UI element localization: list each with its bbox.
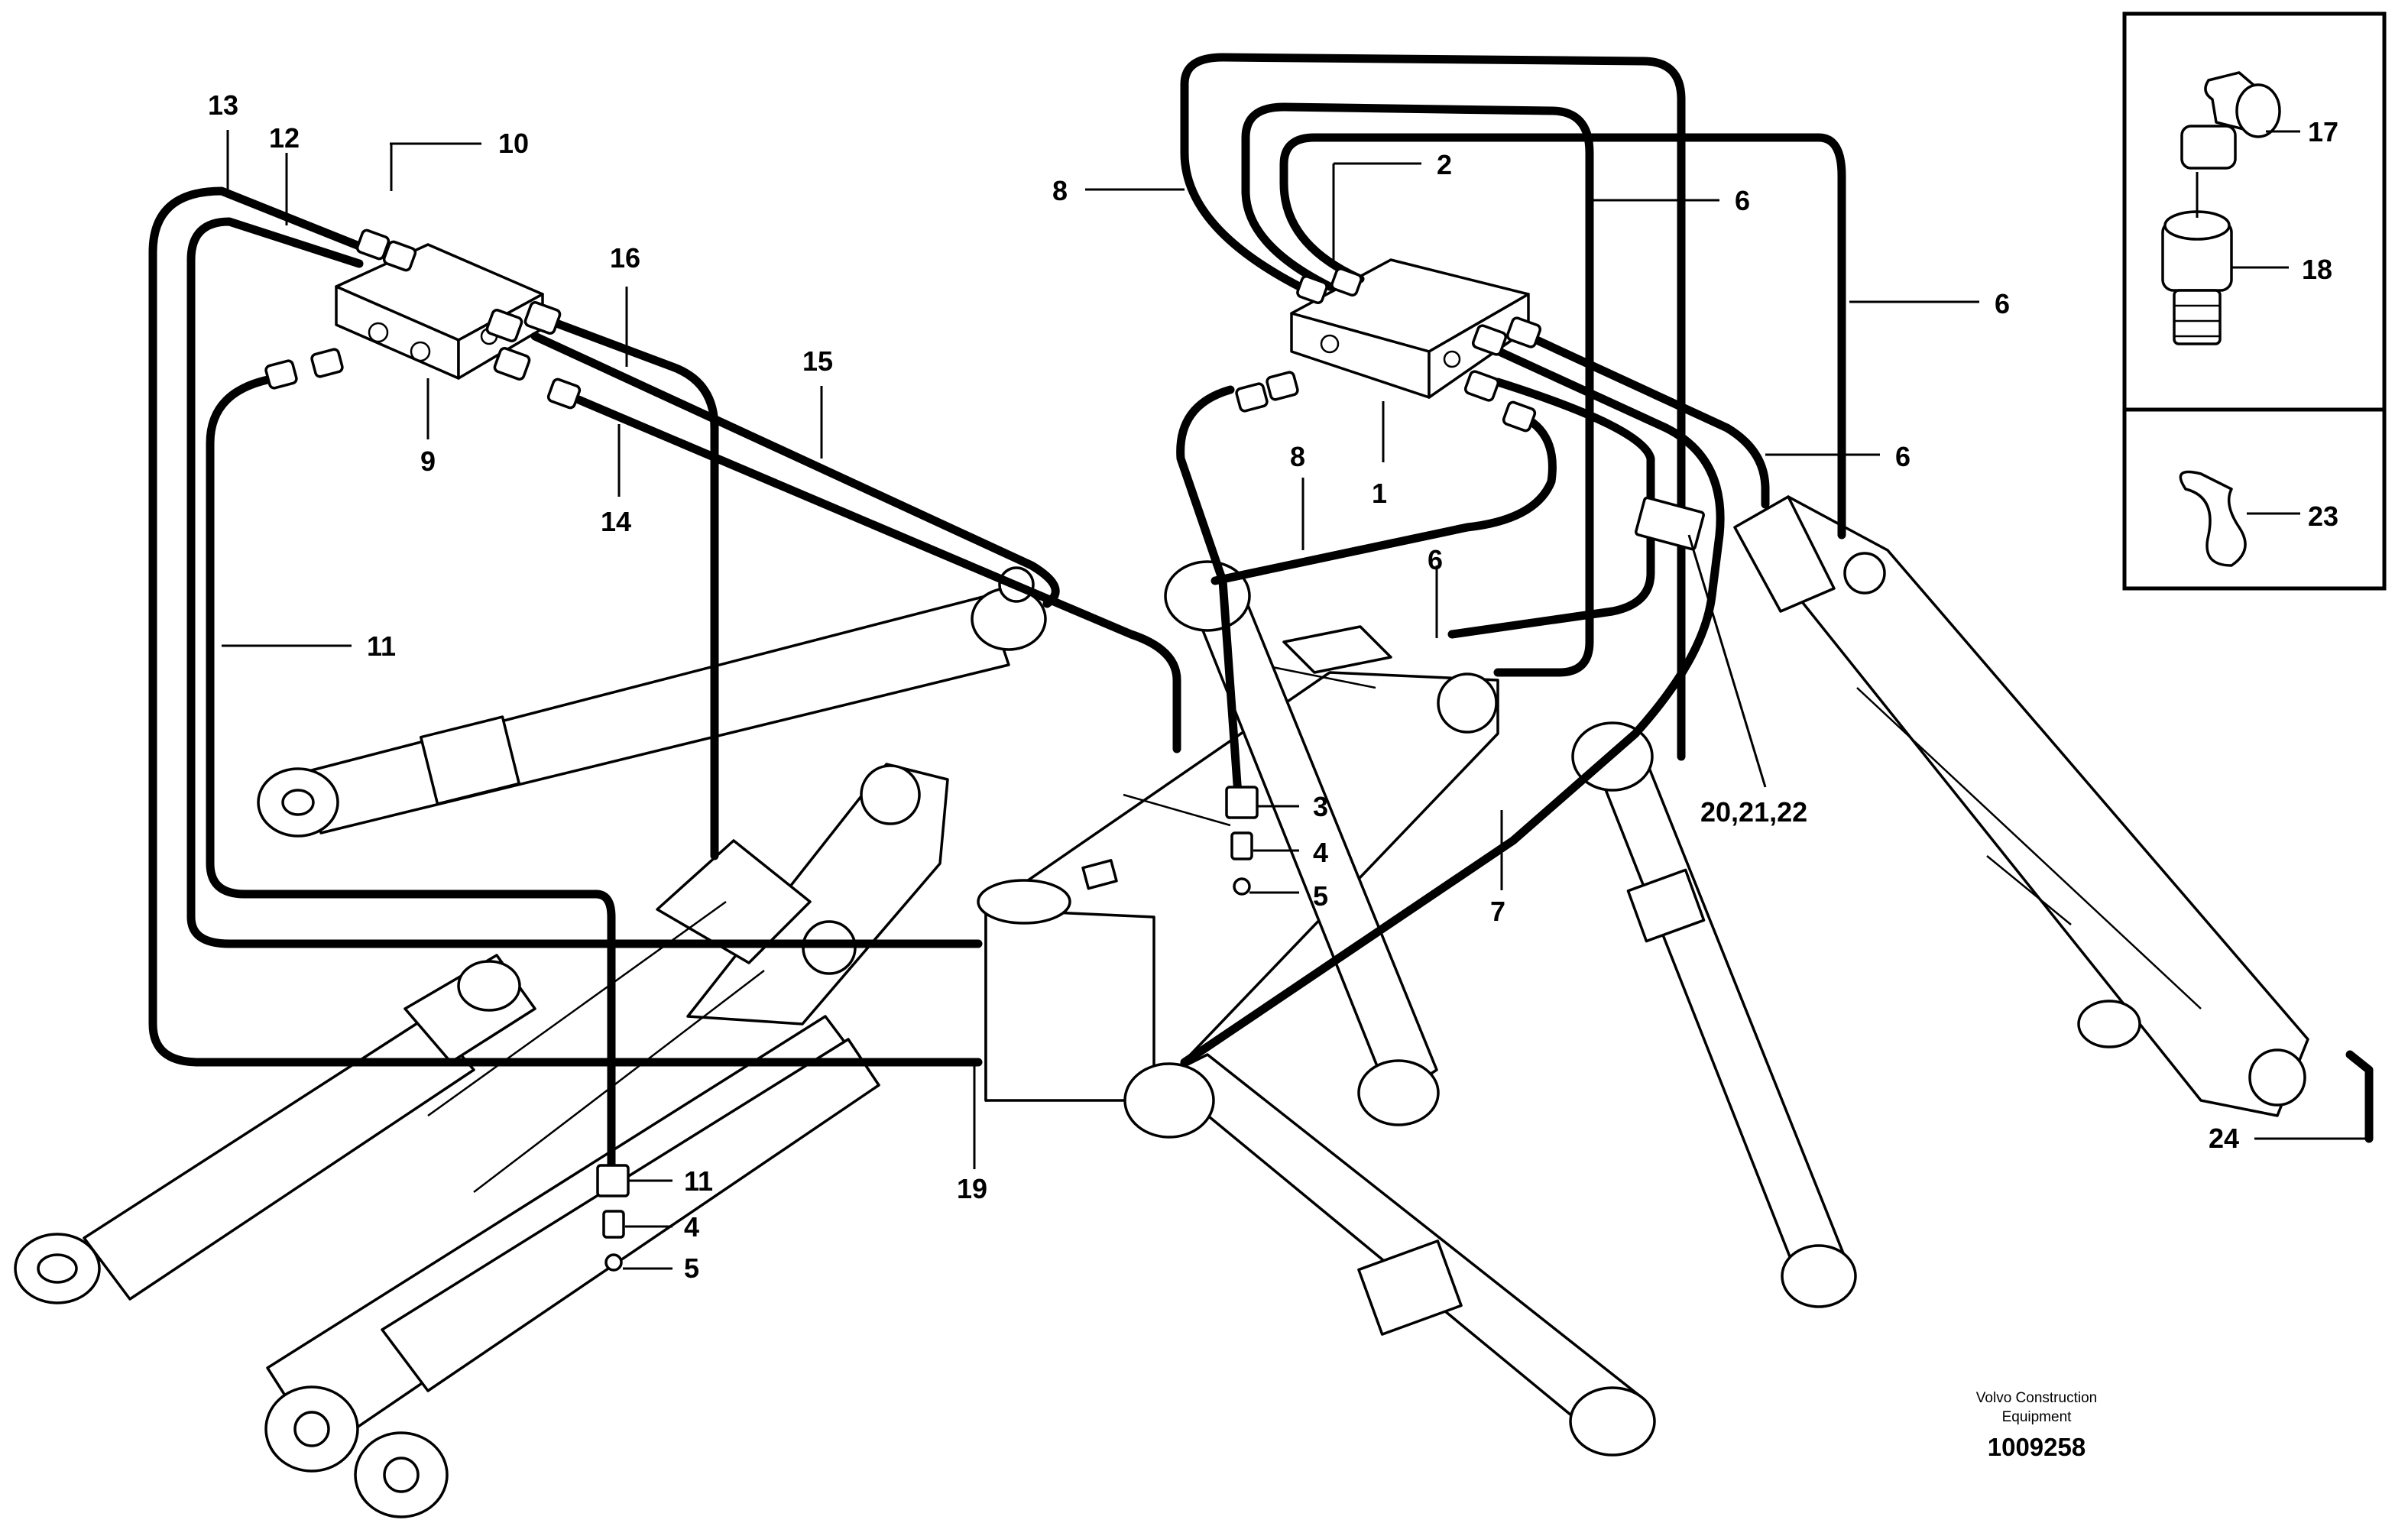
callout-14: 14: [601, 506, 631, 537]
callout-20-21-22: 20,21,22: [1700, 796, 1807, 828]
callout-3: 3: [1313, 791, 1328, 822]
callout-7: 7: [1490, 896, 1505, 927]
callout-8-upper: 8: [1052, 175, 1068, 206]
callout-8-lower: 8: [1290, 441, 1305, 472]
callout-6-right: 6: [1995, 288, 2010, 319]
callout-5-center: 5: [1313, 880, 1328, 912]
callout-13: 13: [208, 89, 238, 121]
detail-inset-17-18: [2122, 11, 2387, 412]
callout-12: 12: [269, 122, 300, 154]
callout-6-upper: 6: [1735, 185, 1750, 216]
callout-6-boom: 6: [1895, 441, 1911, 472]
drawing-footer: Volvo Construction Equipment 1009258: [1976, 1390, 2097, 1461]
hydraulic-hoses: [148, 53, 1846, 1174]
left-loader-frame: [14, 566, 1047, 1518]
callout-16: 16: [610, 242, 640, 274]
callout-15: 15: [802, 345, 833, 377]
callout-1: 1: [1372, 478, 1387, 509]
center-loader-frame: [977, 560, 1857, 1457]
drawing-number: 1009258: [1988, 1433, 2086, 1461]
callout-10: 10: [498, 128, 529, 159]
callout-labels: 13 12 10 16 15 9 14 11 11 4 5 19 8 2 6 8…: [208, 89, 2338, 1284]
detail-inset-23: [2122, 407, 2387, 591]
callout-4-center: 4: [1313, 837, 1328, 868]
leader-lines: [222, 130, 2367, 1270]
callout-11-upper: 11: [367, 630, 396, 662]
callout-9: 9: [420, 446, 436, 477]
callout-11-lower: 11: [684, 1165, 713, 1197]
callout-5-left: 5: [684, 1252, 699, 1284]
company-name-line1: Volvo Construction: [1976, 1390, 2097, 1406]
callout-18: 18: [2302, 254, 2332, 285]
hose-fittings: [264, 228, 1705, 1272]
callout-19: 19: [957, 1173, 987, 1204]
callout-24: 24: [2209, 1123, 2239, 1154]
callout-4-left: 4: [684, 1211, 699, 1243]
callout-23: 23: [2308, 501, 2338, 532]
right-loader-boom: [1733, 495, 2374, 1143]
company-name-line2: Equipment: [2002, 1409, 2073, 1425]
callout-17: 17: [2308, 116, 2338, 147]
callout-6-middle: 6: [1428, 544, 1443, 575]
callout-2: 2: [1437, 149, 1452, 180]
